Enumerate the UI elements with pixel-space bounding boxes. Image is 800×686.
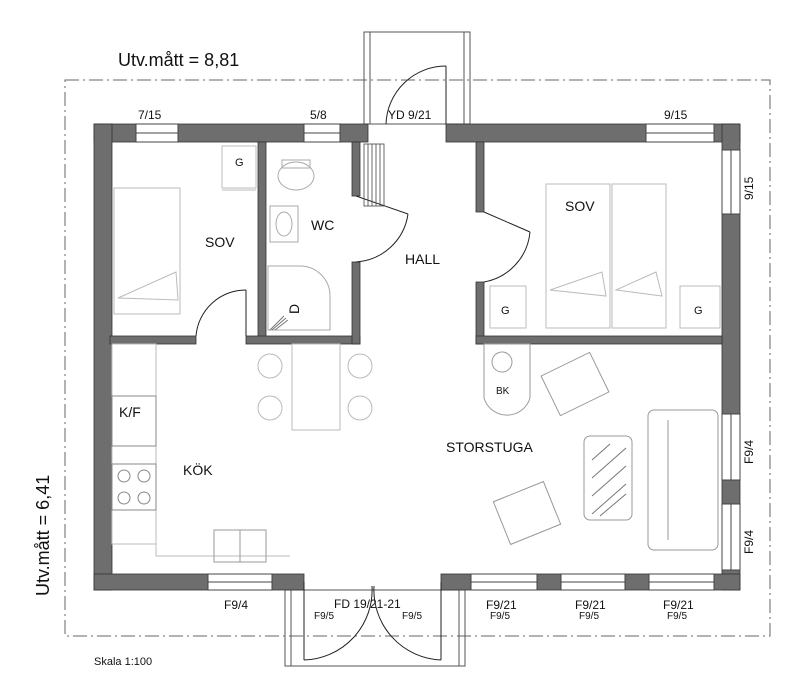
window-label-right-low: F9/4 [742,529,756,554]
door-label-patio: FD 19/21-21 [334,597,401,611]
exterior-walls [93,123,741,591]
window-label-bottom-left: F9/4 [224,598,249,612]
kitchen-fixtures [111,343,290,563]
fixture-label-wardrobe-left: G [235,157,244,169]
window-label-right-mid: F9/4 [742,439,756,464]
fixture-label-fridge-freezer: K/F [119,404,141,420]
living-furniture [483,343,719,551]
dining-set [257,343,373,431]
door-label-patio-sub-right: F9/5 [402,611,423,622]
window-sublabel-bottom-2: F9/5 [579,611,600,622]
outer-measure-boundary [64,79,771,637]
door-label-patio-sub-left: F9/5 [314,611,335,622]
room-label-hall: HALL [405,251,441,267]
window-frames [135,123,741,591]
window-sublabel-bottom-1: F9/5 [490,611,511,622]
scale-label: Skala 1:100 [94,656,153,668]
window-label-top-right: 9/15 [664,108,688,122]
window-label-right-upper: 9/15 [742,176,756,200]
entry-grille [363,143,385,207]
fixture-label-stove: BK [496,386,510,397]
fixture-label-wardrobe-right-2: G [694,305,703,317]
window-label-top-wc: 5/8 [310,108,327,122]
door-swings [195,65,531,661]
room-label-storstuga: STORSTUGA [446,439,533,455]
fixture-label-wardrobe-right-1: G [501,305,510,317]
left-bedroom-furniture [113,145,257,315]
right-bedroom-furniture [489,183,721,329]
room-label-sov-right: SOV [565,198,595,214]
wc-fixtures [267,159,331,331]
window-label-bottom-1: F9/21 [486,598,517,612]
width-dimension-label: Utv.mått = 8,81 [118,50,240,70]
door-label-entry: YD 9/21 [388,108,432,122]
window-sublabel-bottom-3: F9/5 [667,611,688,622]
patio-canopy [284,589,466,667]
entry-canopy [363,31,471,125]
window-label-top-left: 7/15 [138,108,162,122]
room-label-kok: KÖK [183,462,213,478]
window-label-bottom-3: F9/21 [663,598,694,612]
room-label-sov-left: SOV [205,234,235,250]
fixture-label-shower: D [286,303,302,314]
height-dimension-label: Utv.mått = 6,41 [33,474,53,596]
interior-walls [109,141,723,345]
window-label-bottom-2: F9/21 [575,598,606,612]
room-label-wc: WC [311,217,335,233]
